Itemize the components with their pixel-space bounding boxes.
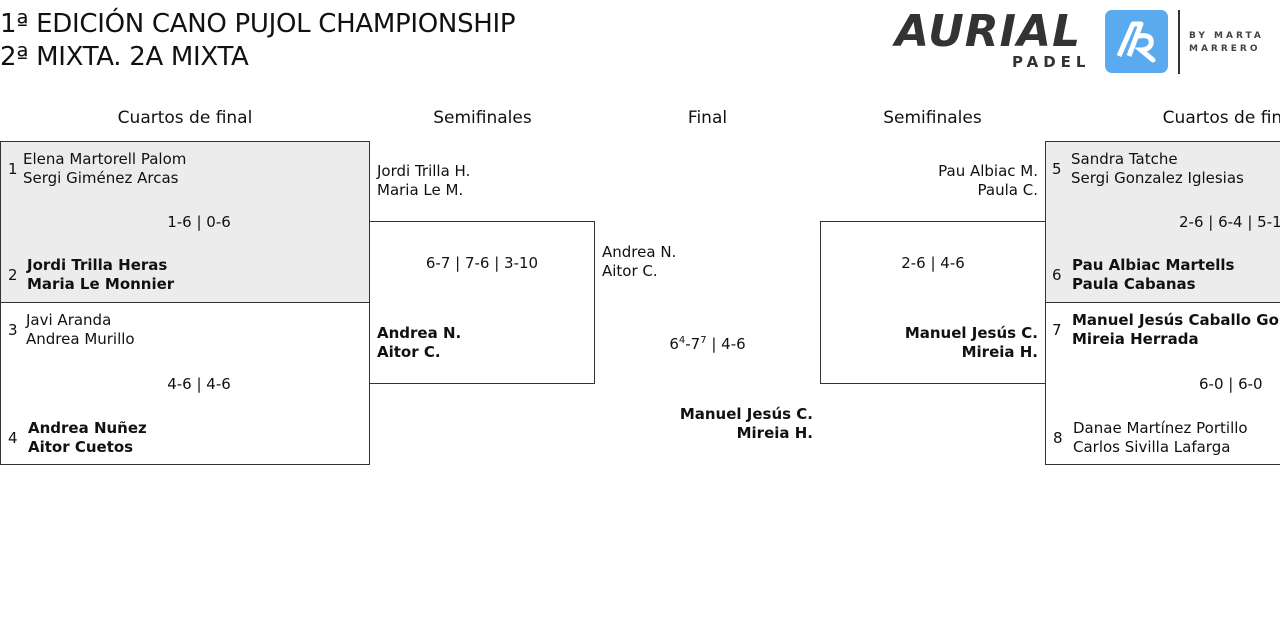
logo-wordmark: AURIAL: [895, 6, 1082, 57]
match-score: 6-0 | 6-0: [1199, 375, 1263, 393]
match-qf-right-1[interactable]: 5 Sandra Tatche Sergi Gonzalez Iglesias …: [1045, 141, 1280, 303]
aurial-padel-logo: AURIAL PADEL BY MARTA MARRERO: [895, 6, 1280, 78]
seed-number: 4: [8, 429, 18, 447]
round-header-sf-right: Semifinales: [883, 108, 982, 128]
player-name-winner: Andrea N.: [377, 324, 462, 342]
player-name-winner: Andrea Nuñez: [28, 419, 147, 437]
logo-subtitle: PADEL: [1012, 53, 1091, 71]
logo-divider: [1178, 10, 1180, 74]
logo-badge-icon: [1105, 10, 1168, 73]
match-qf-left-2[interactable]: 3 Javi Aranda Andrea Murillo 4-6 | 4-6 4…: [0, 302, 370, 465]
player-name-winner: Paula Cabanas: [1072, 275, 1196, 293]
tournament-title: 1ª EDICIÓN CANO PUJOL CHAMPIONSHIP: [0, 9, 516, 39]
match-score: 1-6 | 0-6: [167, 213, 231, 231]
round-header-qf-right: Cuartos de final: [1162, 108, 1280, 128]
player-name: Elena Martorell Palom: [23, 150, 187, 168]
player-name-winner: Mireia H.: [961, 343, 1038, 361]
player-name-winner: Pau Albiac Martells: [1072, 256, 1235, 274]
player-name-winner: Manuel Jesús Caballo Gonzalez: [1072, 311, 1280, 329]
player-name: Pau Albiac M.: [938, 162, 1038, 180]
player-name-winner: Mireia Herrada: [1072, 330, 1199, 348]
seed-number: 2: [8, 266, 18, 284]
player-name: Sergi Gonzalez Iglesias: [1071, 169, 1244, 187]
logo-by-line2: MARRERO: [1189, 44, 1261, 54]
match-score: 2-6 | 4-6: [901, 254, 965, 272]
seed-number: 5: [1052, 160, 1062, 178]
round-header-qf-left: Cuartos de final: [117, 108, 253, 128]
player-name-winner: Jordi Trilla Heras: [27, 256, 168, 274]
match-sf-left[interactable]: 6-7 | 7-6 | 3-10 Andrea N. Aitor C.: [369, 221, 595, 384]
player-name: Javi Aranda: [26, 311, 112, 329]
final-score: 64-77 | 4-6: [669, 335, 746, 353]
player-name-winner: Maria Le Monnier: [27, 275, 175, 293]
player-name: Maria Le M.: [377, 181, 464, 199]
category-title: 2ª MIXTA. 2A MIXTA: [0, 42, 249, 72]
champion-name: Manuel Jesús C.: [679, 405, 813, 423]
seed-number: 3: [8, 321, 18, 339]
seed-number: 7: [1052, 321, 1062, 339]
player-name: Aitor C.: [602, 262, 658, 280]
player-name: Danae Martínez Portillo: [1073, 419, 1248, 437]
player-name: Paula C.: [977, 181, 1038, 199]
match-score: 4-6 | 4-6: [167, 375, 231, 393]
round-header-final: Final: [687, 108, 728, 128]
player-name: Jordi Trilla H.: [377, 162, 471, 180]
seed-number: 1: [8, 160, 18, 178]
round-header-sf-left: Semifinales: [433, 108, 532, 128]
player-name: Sergi Giménez Arcas: [23, 169, 179, 187]
match-qf-right-2[interactable]: 7 Manuel Jesús Caballo Gonzalez Mireia H…: [1045, 302, 1280, 465]
logo-by-line1: BY MARTA: [1189, 31, 1264, 41]
match-qf-left-1[interactable]: 1 Elena Martorell Palom Sergi Giménez Ar…: [0, 141, 370, 303]
seed-number: 8: [1053, 429, 1063, 447]
player-name: Andrea Murillo: [26, 330, 135, 348]
match-sf-right[interactable]: 2-6 | 4-6 Manuel Jesús C. Mireia H.: [820, 221, 1046, 384]
match-score: 6-7 | 7-6 | 3-10: [425, 254, 539, 272]
player-name: Sandra Tatche: [1071, 150, 1178, 168]
player-name-winner: Aitor Cuetos: [28, 438, 134, 456]
seed-number: 6: [1052, 266, 1062, 284]
player-name: Andrea N.: [602, 243, 677, 261]
player-name: Carlos Sivilla Lafarga: [1073, 438, 1231, 456]
champion-name: Mireia H.: [736, 424, 813, 442]
player-name-winner: Manuel Jesús C.: [904, 324, 1038, 342]
match-score: 2-6 | 6-4 | 5-10: [1179, 213, 1280, 231]
player-name-winner: Aitor C.: [377, 343, 441, 361]
